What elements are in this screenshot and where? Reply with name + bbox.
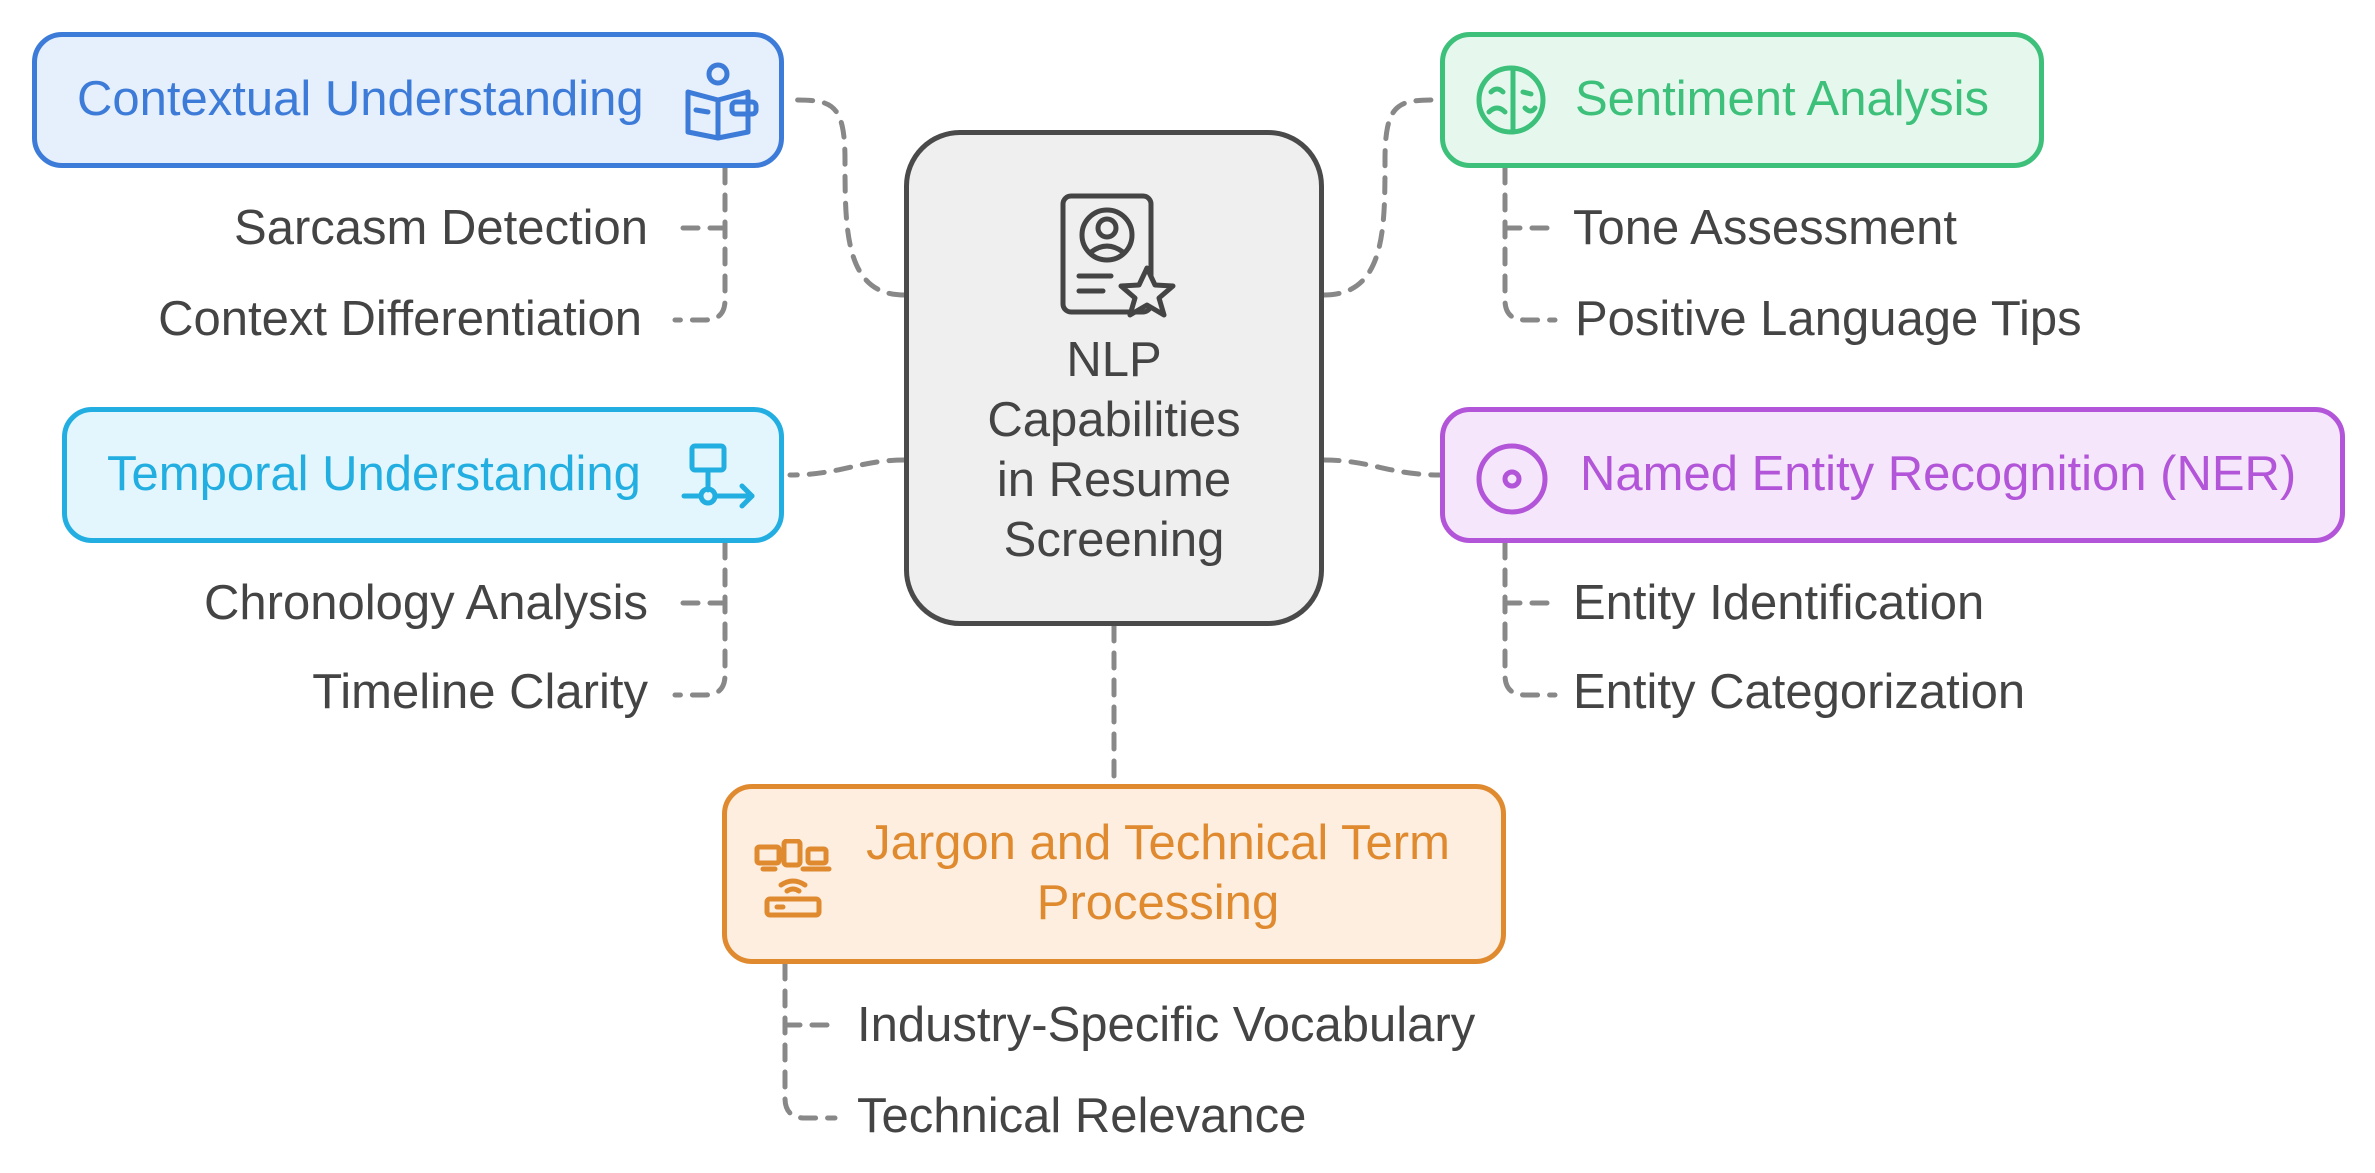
connector-contextual-trunk <box>672 165 728 323</box>
jargon-item-relevance: Technical Relevance <box>857 1089 1307 1143</box>
branch-label: Contextual Understanding <box>77 72 644 126</box>
connector-jargon-trunk <box>782 961 838 1121</box>
branch-sentiment-analysis: Sentiment Analysis <box>1440 32 2044 168</box>
contextual-item-sarcasm: Sarcasm Detection <box>234 201 648 255</box>
connector-ner <box>1321 457 1443 478</box>
branch-label: Jargon and Technical Term Processing <box>866 816 1450 930</box>
center-title: NLP Capabilities in Resume Screening <box>987 333 1241 567</box>
jargon-item-vocabulary: Industry-Specific Vocabulary <box>857 998 1476 1052</box>
branch-label: Sentiment Analysis <box>1575 72 1989 126</box>
sentiment-item-positive: Positive Language Tips <box>1575 292 2082 346</box>
branch-contextual-understanding: Contextual Understanding <box>32 32 784 168</box>
connector-temporal-trunk <box>672 540 728 698</box>
connector-ner-trunk <box>1502 540 1558 698</box>
connector-sentiment <box>1321 97 1443 298</box>
branch-jargon-processing: Jargon and Technical Term Processing <box>722 784 1506 964</box>
target-circle-icon <box>1476 443 1548 515</box>
person-reading-icon <box>685 62 759 141</box>
connector-contextual <box>787 97 907 298</box>
branch-label: Temporal Understanding <box>107 447 641 501</box>
connector-sentiment-trunk <box>1502 165 1558 323</box>
connector-temporal <box>787 457 907 478</box>
ner-item-identification: Entity Identification <box>1573 576 1985 630</box>
branch-named-entity-recognition: Named Entity Recognition (NER) <box>1440 407 2345 543</box>
temporal-item-chronology: Chronology Analysis <box>204 576 648 630</box>
resume-star-icon <box>1060 193 1176 318</box>
contextual-item-context: Context Differentiation <box>158 292 642 346</box>
sentiment-item-tone: Tone Assessment <box>1573 201 1958 255</box>
branch-temporal-understanding: Temporal Understanding <box>62 407 784 543</box>
flowchart-icon <box>681 443 755 509</box>
center-node: NLP Capabilities in Resume Screening <box>904 130 1324 626</box>
theater-masks-icon <box>1476 65 1546 135</box>
branch-label: Named Entity Recognition (NER) <box>1580 447 2297 501</box>
network-devices-icon <box>754 839 832 918</box>
ner-item-categorization: Entity Categorization <box>1573 665 2026 719</box>
temporal-item-timeline: Timeline Clarity <box>312 665 648 719</box>
